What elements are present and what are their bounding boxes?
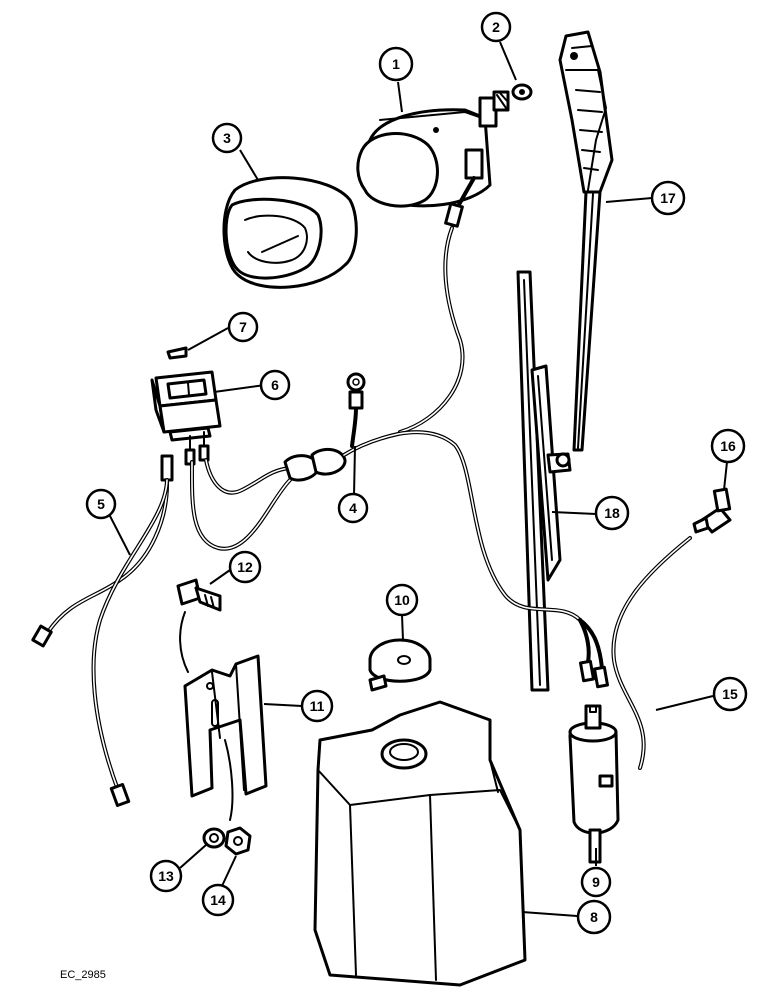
callout-7: 7: [227, 311, 259, 343]
callout-17: 17: [650, 180, 686, 216]
washer-hose: [611, 536, 692, 770]
callout-15: 15: [712, 676, 748, 712]
svg-text:3: 3: [223, 130, 231, 146]
washer-pump: [568, 704, 620, 864]
callout-10: 10: [385, 583, 419, 617]
callout-3: 3: [211, 122, 243, 154]
svg-text:7: 7: [239, 319, 247, 335]
svg-text:12: 12: [237, 559, 253, 575]
callout-16: 16: [710, 428, 746, 464]
svg-text:14: 14: [210, 892, 226, 908]
svg-text:11: 11: [310, 698, 325, 714]
svg-text:1: 1: [392, 56, 400, 72]
bolt: [176, 578, 222, 673]
svg-text:13: 13: [158, 868, 174, 884]
svg-text:17: 17: [660, 190, 676, 206]
svg-text:10: 10: [394, 592, 410, 608]
washer-nozzle: [692, 487, 732, 534]
reference-code: EC_2985: [60, 969, 106, 981]
svg-text:15: 15: [722, 686, 738, 702]
rocker-switch: [150, 370, 222, 466]
mounting-bracket: [183, 654, 268, 821]
callout-6: 6: [259, 369, 291, 401]
callout-13: 13: [149, 859, 183, 893]
callout-9: 9: [580, 866, 612, 898]
svg-text:9: 9: [592, 874, 600, 890]
callout-14: 14: [201, 883, 235, 917]
hex-nut: [224, 826, 252, 856]
svg-text:5: 5: [97, 496, 105, 512]
washer-reservoir: [313, 700, 527, 987]
callout-11: 11: [300, 689, 334, 723]
wiper-motor-boot: [222, 176, 358, 289]
leader-lines: [109, 41, 728, 917]
svg-text:6: 6: [271, 377, 279, 393]
callout-1: 1: [378, 46, 414, 82]
svg-text:16: 16: [720, 438, 736, 454]
wiper-blade: [516, 270, 572, 692]
svg-text:18: 18: [604, 505, 620, 521]
wiper-arm: [558, 30, 614, 452]
washer: [511, 83, 533, 101]
switch-lens: [166, 346, 188, 360]
jumper-wire: [31, 454, 174, 808]
washer-pump-grommet: [368, 638, 432, 692]
wiper-motor: [356, 90, 510, 228]
callout-4: 4: [337, 492, 369, 524]
callout-5: 5: [85, 488, 117, 520]
wiring-harness: [189, 372, 609, 689]
svg-text:4: 4: [349, 500, 357, 516]
callout-2: 2: [480, 11, 512, 43]
callout-12: 12: [228, 550, 262, 584]
svg-text:8: 8: [590, 909, 598, 925]
callout-18: 18: [594, 495, 630, 531]
callout-8: 8: [576, 899, 612, 935]
svg-text:2: 2: [492, 19, 500, 35]
flat-washer: [202, 827, 226, 849]
